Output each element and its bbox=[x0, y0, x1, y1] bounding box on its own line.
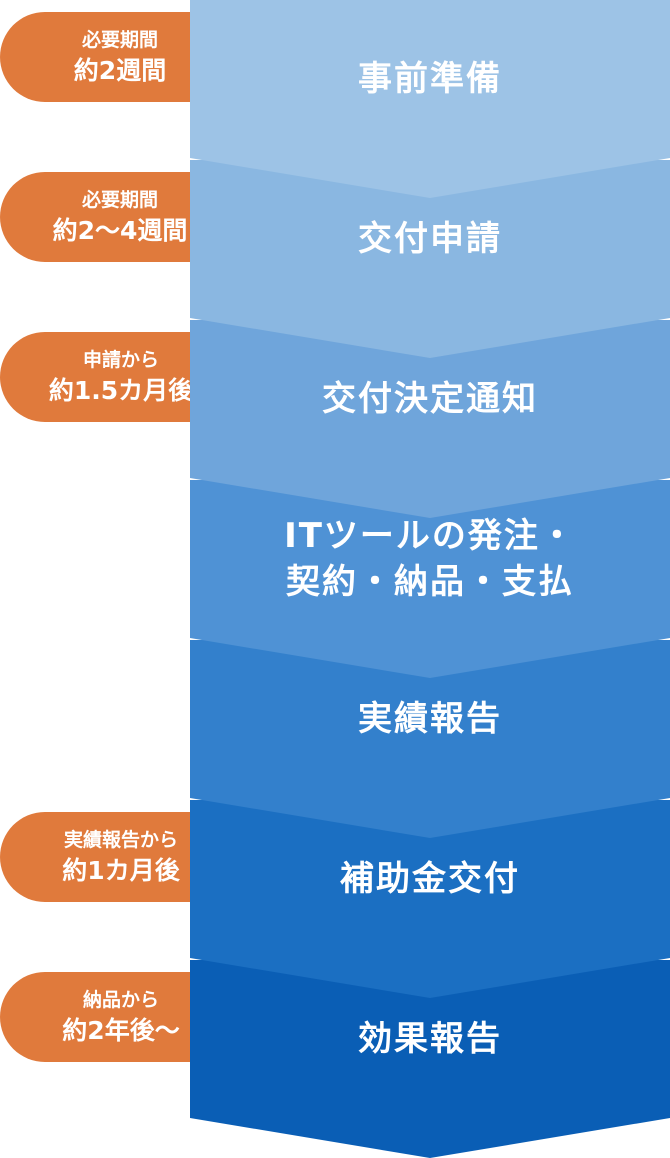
step-label-line: ITツールの発注・ bbox=[284, 516, 576, 556]
process-step-4: ITツールの発注・契約・納品・支払 bbox=[190, 480, 670, 678]
duration-badge-caption: 申請から bbox=[82, 349, 159, 371]
step-label: 事前準備 bbox=[190, 0, 670, 158]
duration-badge-caption: 実績報告から bbox=[63, 829, 178, 851]
step-label: 交付申請 bbox=[190, 160, 670, 318]
process-step-2: 交付申請 bbox=[190, 160, 670, 358]
step-arrow-shape bbox=[190, 480, 670, 678]
process-step-1: 事前準備 bbox=[190, 0, 670, 198]
step-arrow-shape bbox=[190, 640, 670, 838]
step-arrow-shape bbox=[190, 800, 670, 998]
step-arrow-fill bbox=[190, 640, 670, 838]
step-arrow-shape bbox=[190, 0, 670, 198]
step-label: ITツールの発注・契約・納品・支払 bbox=[190, 480, 670, 638]
step-label-line: 交付決定通知 bbox=[322, 379, 538, 419]
step-label-line: 実績報告 bbox=[358, 699, 502, 739]
step-label: 実績報告 bbox=[190, 640, 670, 798]
step-label-line: 補助金交付 bbox=[340, 859, 520, 899]
duration-badge-value: 約1カ月後 bbox=[62, 856, 180, 885]
step-arrow-fill bbox=[190, 160, 670, 358]
step-arrow-fill bbox=[190, 480, 670, 678]
duration-badge-caption: 納品から bbox=[82, 989, 159, 1011]
step-label: 効果報告 bbox=[190, 960, 670, 1118]
duration-badge-value: 約2年後～ bbox=[62, 1016, 180, 1045]
step-arrow-fill bbox=[190, 800, 670, 998]
duration-badge-caption: 必要期間 bbox=[81, 29, 158, 51]
duration-badge-value: 約2週間 bbox=[73, 56, 167, 85]
process-step-3: 交付決定通知 bbox=[190, 320, 670, 518]
process-step-6: 補助金交付 bbox=[190, 800, 670, 998]
step-arrow-fill bbox=[190, 960, 670, 1158]
process-step-7: 効果報告 bbox=[190, 960, 670, 1158]
step-label: 交付決定通知 bbox=[190, 320, 670, 478]
duration-badge-value: 約2～4週間 bbox=[52, 216, 188, 245]
step-label: 補助金交付 bbox=[190, 800, 670, 958]
duration-badge-caption: 必要期間 bbox=[81, 189, 158, 211]
step-label-line: 契約・納品・支払 bbox=[286, 562, 574, 602]
step-label-line: 交付申請 bbox=[358, 219, 502, 259]
duration-badge-value: 約1.5カ月後 bbox=[48, 376, 194, 405]
step-arrow-shape bbox=[190, 160, 670, 358]
process-step-5: 実績報告 bbox=[190, 640, 670, 838]
step-arrow-fill bbox=[190, 0, 670, 198]
step-arrow-shape bbox=[190, 320, 670, 518]
step-label-line: 事前準備 bbox=[358, 59, 502, 99]
step-label-line: 効果報告 bbox=[358, 1019, 502, 1059]
step-arrow-fill bbox=[190, 320, 670, 518]
step-arrow-shape bbox=[190, 960, 670, 1158]
